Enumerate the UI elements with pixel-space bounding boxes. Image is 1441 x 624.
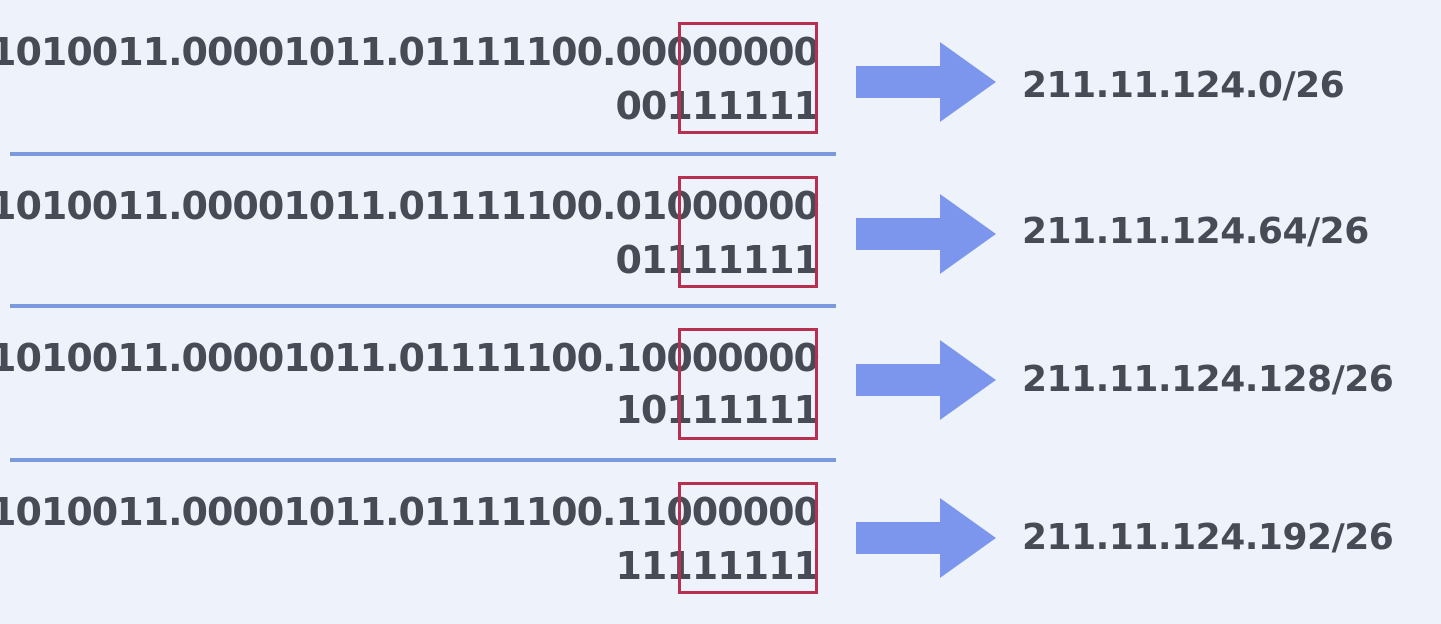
right-arrow-icon	[856, 340, 996, 420]
host-bits-highlight-box	[678, 482, 818, 594]
right-arrow-icon	[856, 42, 996, 122]
binary-mask-line2: 10111111	[615, 388, 820, 432]
host-bits-highlight-box	[678, 176, 818, 288]
right-arrow-icon	[856, 498, 996, 578]
host-bits-highlight-box	[678, 328, 818, 440]
binary-address-line1: 11010011.00001011.01111100.01000000	[0, 184, 820, 228]
host-bits-highlight-box	[678, 22, 818, 134]
divider	[10, 304, 836, 308]
subnet-result: 211.11.124.192/26	[1022, 517, 1394, 558]
subnet-result: 211.11.124.128/26	[1022, 359, 1394, 400]
binary-address-line1: 11010011.00001011.01111100.10000000	[0, 336, 820, 380]
subnet-result: 211.11.124.0/26	[1022, 65, 1345, 106]
binary-address-line1: 11010011.00001011.01111100.11000000	[0, 490, 820, 534]
binary-mask-line2: 01111111	[615, 238, 820, 282]
binary-mask-line2: 11111111	[615, 544, 820, 588]
divider	[10, 152, 836, 156]
subnet-result: 211.11.124.64/26	[1022, 211, 1369, 252]
binary-address-line1: 11010011.00001011.01111100.00000000	[0, 30, 820, 74]
binary-mask-line2: 00111111	[615, 84, 820, 128]
right-arrow-icon	[856, 194, 996, 274]
divider	[10, 458, 836, 462]
